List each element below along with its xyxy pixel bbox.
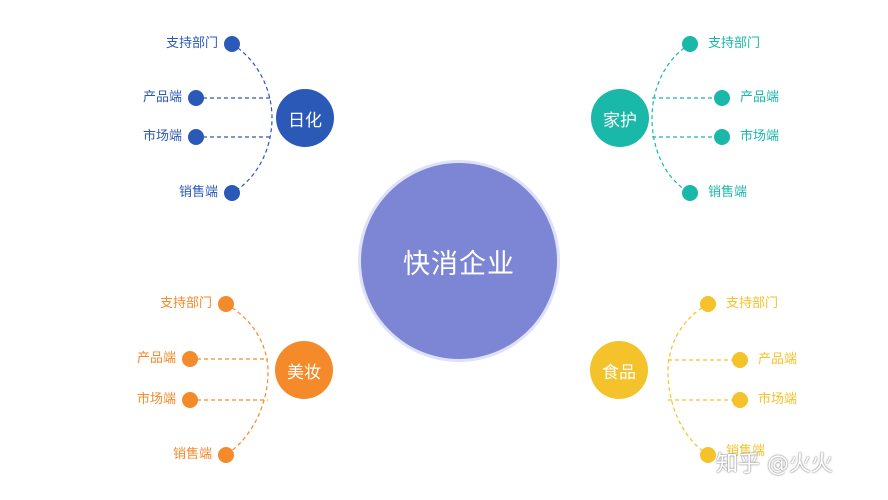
shipin-item-market: 市场端 <box>758 392 798 407</box>
hub-shipin-label: 食品 <box>602 362 636 383</box>
riha-dot-support <box>224 36 240 52</box>
hub-riha-label: 日化 <box>288 110 322 131</box>
shipin-item-sales: 销售端 <box>726 444 766 459</box>
jiahu-arc <box>651 43 691 194</box>
shipin-connectors <box>667 303 740 456</box>
riha-dot-market <box>188 129 204 145</box>
shipin-item-support: 支持部门 <box>726 296 779 311</box>
hub-jiahu-label: 家护 <box>603 110 637 131</box>
meizhuang-item-product: 产品端 <box>136 351 176 366</box>
jiahu-connectors <box>651 43 722 194</box>
meizhuang-dot-product <box>182 351 198 367</box>
jiahu-dots <box>682 36 730 201</box>
jiahu-dot-support <box>682 36 698 52</box>
riha-item-market: 市场端 <box>142 129 182 144</box>
meizhuang-dot-sales <box>218 447 234 463</box>
shipin-dot-sales <box>700 447 716 463</box>
center-node: 快消企业 <box>361 163 557 359</box>
jiahu-item-support: 支持部门 <box>708 36 761 51</box>
riha-item-product: 产品端 <box>142 90 182 105</box>
shipin-dot-support <box>700 296 716 312</box>
jiahu-dot-product <box>714 90 730 106</box>
meizhuang-item-support: 支持部门 <box>159 296 212 311</box>
hub-riha: 日化 <box>276 89 334 147</box>
riha-dot-sales <box>224 185 240 201</box>
hub-meizhuang: 美妆 <box>275 341 333 399</box>
riha-dots <box>188 36 240 201</box>
watermark: 知乎 @火火 <box>716 452 833 477</box>
shipin-item-product: 产品端 <box>758 352 798 367</box>
meizhuang-dot-support <box>218 296 234 312</box>
center-label: 快消企业 <box>403 248 515 280</box>
meizhuang-dot-market <box>182 392 198 408</box>
hub-shipin: 食品 <box>590 341 648 399</box>
riha-item-sales: 销售端 <box>178 185 218 200</box>
hub-meizhuang-label: 美妆 <box>287 362 321 383</box>
jiahu-dot-sales <box>682 185 698 201</box>
riha-item-support: 支持部门 <box>165 36 218 51</box>
meizhuang-item-sales: 销售端 <box>172 447 212 462</box>
meizhuang-item-market: 市场端 <box>136 392 176 407</box>
jiahu-dot-market <box>714 129 730 145</box>
shipin-dots <box>700 296 748 463</box>
jiahu-item-product: 产品端 <box>740 90 780 105</box>
riha-connectors <box>196 43 273 194</box>
shipin-dot-product <box>732 352 748 368</box>
jiahu-item-sales: 销售端 <box>708 185 748 200</box>
meizhuang-arc <box>225 303 269 456</box>
shipin-dot-market <box>732 392 748 408</box>
meizhuang-connectors <box>190 303 269 456</box>
jiahu-item-market: 市场端 <box>740 129 780 144</box>
riha-arc <box>231 43 273 194</box>
riha-dot-product <box>188 90 204 106</box>
meizhuang-dots <box>182 296 234 463</box>
hub-jiahu: 家护 <box>591 89 649 147</box>
shipin-arc <box>667 303 709 456</box>
